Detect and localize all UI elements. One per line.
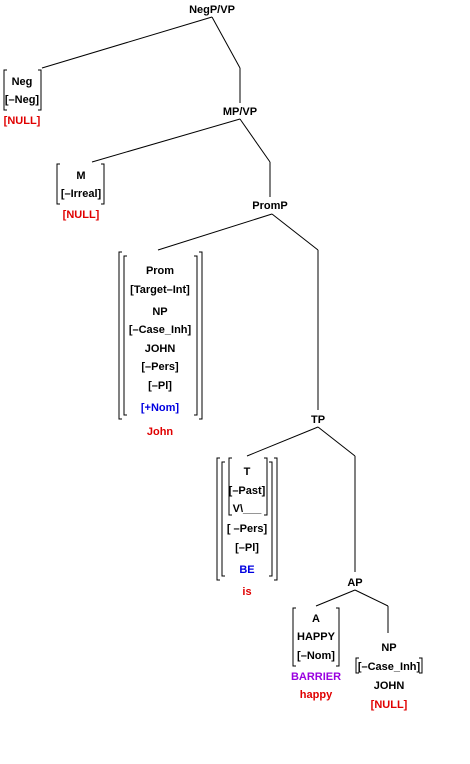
np-matrix: NP [–Case_Inh] JOHN [NULL]: [355, 642, 423, 711]
a-word: happy: [300, 689, 333, 701]
a-category: A: [312, 613, 320, 625]
prom-pers-feature: [–Pers]: [141, 361, 179, 373]
a-nom-feature: [–Nom]: [297, 650, 335, 662]
a-matrix: A HAPPY [–Nom] BARRIER happy: [291, 607, 341, 701]
t-matrix: T [–Past] V\___ [ –Pers] [–Pl] BE is: [216, 457, 278, 598]
prom-nom-feature: [+Nom]: [141, 402, 180, 414]
prom-target-feature: [Target–Int]: [130, 284, 190, 296]
edge-mp-m: [91, 118, 241, 163]
np-realization: [NULL]: [371, 699, 408, 711]
prom-case-feature: [–Case_Inh]: [129, 324, 192, 336]
edge-promp-prom: [157, 213, 273, 251]
neg-bracket-left: [3, 69, 7, 111]
edge-ap-a: [315, 589, 356, 607]
prom-outer-bracket-right: [199, 251, 203, 420]
t-be-lexeme: BE: [239, 564, 254, 576]
tree-edges: [41, 16, 389, 633]
node-promp: PromP: [252, 200, 287, 212]
a-bracket-left: [292, 607, 296, 667]
m-feature: [–Irreal]: [61, 188, 102, 200]
prom-inner-bracket-right: [194, 255, 198, 416]
prom-pl-feature: [–Pl]: [148, 380, 172, 392]
prom-lexeme: JOHN: [145, 343, 176, 355]
m-realization: [NULL]: [63, 209, 100, 221]
np-lexeme: JOHN: [374, 680, 405, 692]
neg-realization: [NULL]: [4, 115, 41, 127]
t-category: T: [244, 466, 251, 478]
t-pers-feature: [ –Pers]: [227, 523, 268, 535]
m-matrix: M [–Irreal] [NULL]: [56, 163, 105, 221]
node-negp: NegP/VP: [189, 4, 235, 16]
edge-promp-tp: [271, 213, 319, 251]
t-past-feature: [–Past]: [229, 485, 266, 497]
t-v-slot: V\___: [233, 503, 263, 515]
np-case-feature: [–Case_Inh]: [358, 661, 421, 673]
np-category: NP: [381, 642, 396, 654]
t-pl-feature: [–Pl]: [235, 542, 259, 554]
prom-word: John: [147, 426, 174, 438]
edge-negp-neg: [41, 16, 213, 69]
edge-negp-mp: [211, 16, 241, 69]
np-bracket-right: [419, 657, 423, 674]
t-v-slot-bracket-right: [264, 457, 268, 516]
node-mp: MP/VP: [223, 106, 257, 118]
m-category: M: [76, 170, 85, 182]
edge-tp-t: [246, 426, 319, 457]
prom-outer-bracket-left: [118, 251, 122, 420]
t-outer-bracket-left: [216, 457, 220, 581]
m-bracket-left: [56, 163, 60, 205]
t-v-slot-bracket-left: [228, 457, 232, 516]
prom-inner-bracket-left: [123, 255, 127, 416]
t-inner-bracket-right: [269, 461, 273, 577]
a-lexeme: HAPPY: [297, 631, 336, 643]
prom-np-label: NP: [152, 306, 167, 318]
edge-ap-np: [354, 589, 389, 607]
neg-category: Neg: [12, 76, 33, 88]
t-outer-bracket-right: [274, 457, 278, 581]
np-bracket-left: [355, 657, 359, 674]
neg-matrix: Neg [–Neg] [NULL]: [3, 69, 42, 127]
neg-bracket-right: [38, 69, 42, 111]
t-inner-bracket-left: [221, 461, 225, 577]
a-barrier: BARRIER: [291, 671, 341, 683]
m-bracket-right: [101, 163, 105, 205]
node-ap: AP: [347, 577, 362, 589]
a-bracket-right: [336, 607, 340, 667]
prom-category: Prom: [146, 265, 174, 277]
neg-feature: [–Neg]: [5, 94, 40, 106]
prom-matrix: Prom [Target–Int] NP [–Case_Inh] JOHN [–…: [118, 251, 203, 438]
edge-mp-promp: [239, 118, 271, 163]
edge-tp-ap: [317, 426, 356, 457]
t-word: is: [242, 586, 251, 598]
node-tp: TP: [311, 414, 325, 426]
